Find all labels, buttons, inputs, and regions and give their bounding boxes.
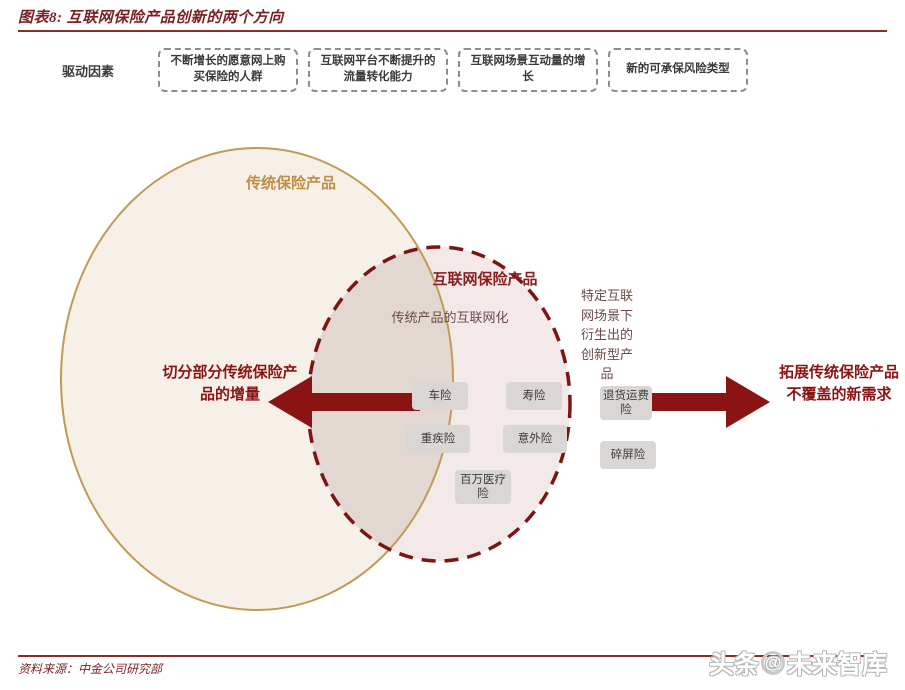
- source-note: 资料来源：中金公司研究部: [18, 662, 163, 676]
- driver-box-1: 不断增长的愿意网上购买保险的人群: [158, 48, 298, 92]
- overlap-description: 传统产品的互联网化: [391, 310, 509, 325]
- left-arrow-label: 切分部分传统保险产品的增量: [162, 365, 298, 403]
- venn-diagram: 传统保险产品 互联网保险产品 传统产品的互联网化 特定互联网场景下衍生出的创新型…: [0, 110, 905, 630]
- internet-circle-label: 互联网保险产品: [432, 272, 538, 288]
- internet-circle-outline: [306, 245, 572, 563]
- watermark: 头条 @ 未来智库: [709, 645, 887, 681]
- drivers-label: 驱动因素: [61, 63, 114, 79]
- product-tag: 百万医疗险: [455, 470, 511, 504]
- product-tag: 重疾险: [406, 425, 470, 453]
- product-tag: 车险: [412, 382, 468, 410]
- product-tag: 退货运费险: [600, 386, 652, 420]
- page-title: 图表8: 互联网保险产品创新的两个方向: [18, 10, 284, 26]
- title-divider: [18, 30, 887, 32]
- watermark-prefix: 头条: [708, 651, 759, 679]
- driver-box-4: 新的可承保风险类型: [608, 48, 748, 92]
- product-tag: 意外险: [503, 425, 567, 453]
- internet-only-description: 特定互联网场景下衍生出的创新型产品: [580, 288, 633, 381]
- right-arrow-label: 拓展传统保险产品不覆盖的新需求: [778, 365, 899, 403]
- drivers-row: 驱动因素 不断增长的愿意网上购买保险的人群 互联网平台不断提升的流量转化能力 互…: [18, 42, 887, 98]
- right-arrow-icon: [640, 376, 770, 428]
- driver-box-3: 互联网场景互动量的增长: [458, 48, 598, 92]
- traditional-circle-outline: [60, 147, 454, 611]
- traditional-circle-label: 传统保险产品: [245, 176, 336, 192]
- product-tag: 寿险: [506, 382, 562, 410]
- watermark-at-icon: @: [760, 651, 785, 675]
- left-arrow-icon: [268, 376, 420, 428]
- venn-svg: [60, 147, 770, 611]
- driver-box-2: 互联网平台不断提升的流量转化能力: [308, 48, 448, 92]
- product-tag: 碎屏险: [600, 441, 656, 469]
- watermark-name: 未来智库: [786, 651, 887, 679]
- footer-divider: [18, 655, 887, 657]
